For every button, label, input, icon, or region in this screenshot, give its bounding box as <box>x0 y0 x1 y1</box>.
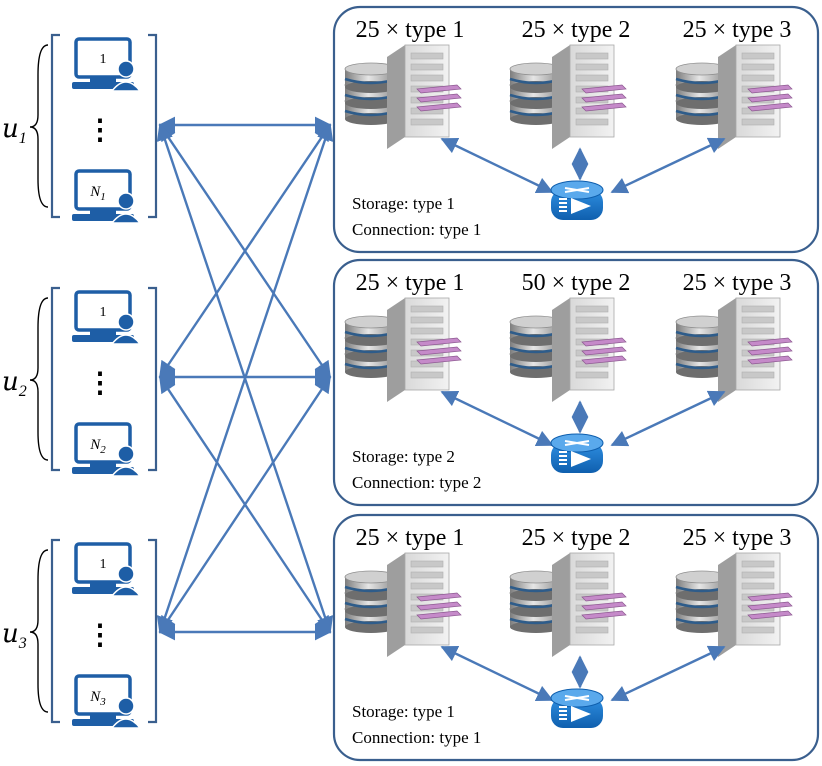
server-rack-icon <box>718 552 793 657</box>
server-count-label: 25 × type 1 <box>356 17 465 43</box>
storage-label: Storage: type 1 <box>352 702 455 721</box>
disk-stack-icon <box>509 570 563 633</box>
datacenter-frame <box>332 513 820 762</box>
disk-stack-icon <box>509 62 563 125</box>
group-brace <box>29 44 49 208</box>
server-rack-icon <box>552 44 627 149</box>
left-bracket <box>50 538 60 724</box>
datacenter-frame <box>332 258 820 507</box>
storage-label: Storage: type 2 <box>352 447 455 466</box>
group-brace <box>29 549 49 713</box>
server-rack-icon <box>387 297 462 402</box>
server-count-label: 25 × type 1 <box>356 525 465 551</box>
computer-terminal-icon: 1 <box>72 542 142 597</box>
connection-label: Connection: type 1 <box>352 728 481 747</box>
server-rack-icon <box>387 44 462 149</box>
disk-stack-icon <box>344 62 398 125</box>
right-bracket <box>148 538 158 724</box>
router-icon <box>550 180 604 220</box>
connection-arrows <box>156 116 334 641</box>
ellipsis-dots: ⋮ <box>86 115 114 146</box>
ellipsis-dots: ⋮ <box>86 368 114 399</box>
server-count-label: 50 × type 2 <box>522 270 631 296</box>
computer-terminal-icon: N2 <box>72 422 142 477</box>
user-datacenter-link <box>159 375 331 634</box>
ellipsis-dots: ⋮ <box>86 620 114 651</box>
disk-stack-icon <box>344 315 398 378</box>
user-group-2: u2 1 ⋮ N2 <box>2 286 158 477</box>
router-icon <box>550 688 604 728</box>
server-count-label: 25 × type 3 <box>683 270 792 296</box>
datacenter-frame <box>332 5 820 254</box>
server-rack-icon <box>387 552 462 657</box>
group-label: u3 <box>2 619 27 652</box>
user-group-3: u3 1 ⋮ N3 <box>2 538 158 729</box>
server-count-label: 25 × type 3 <box>683 525 792 551</box>
server-rack-icon <box>718 297 793 402</box>
disk-stack-icon <box>675 62 729 125</box>
right-bracket <box>148 286 158 472</box>
left-bracket <box>50 33 60 219</box>
terminal-number: 1 <box>100 52 107 67</box>
link-arrow <box>440 645 554 702</box>
storage-label: Storage: type 1 <box>352 194 455 213</box>
disk-stack-icon <box>675 315 729 378</box>
left-bracket <box>50 286 60 472</box>
disk-stack-icon <box>509 315 563 378</box>
datacenter-2: 25 × type 1 50 × type 2 25 × type 3 Storage… <box>332 258 820 507</box>
link-arrow <box>610 645 726 702</box>
link-arrow <box>610 390 726 447</box>
link-arrow <box>440 390 554 447</box>
computer-terminal-icon: N3 <box>72 674 142 729</box>
disk-stack-icon <box>675 570 729 633</box>
server-count-label: 25 × type 2 <box>522 525 631 551</box>
server-count-label: 25 × type 3 <box>683 17 792 43</box>
server-count-label: 25 × type 2 <box>522 17 631 43</box>
terminal-number: 1 <box>100 557 107 572</box>
router-icon <box>550 433 604 473</box>
datacenters: 25 × type 1 25 × type 2 25 × type 3 Storage… <box>332 5 820 762</box>
user-groups: u1 1 ⋮ N1 u2 1 ⋮ N2 u3 1 ⋮ N3 <box>2 33 158 729</box>
connection-label: Connection: type 1 <box>352 220 481 239</box>
link-arrow <box>610 137 726 194</box>
disk-stack-icon <box>344 570 398 633</box>
server-count-label: 25 × type 1 <box>356 270 465 296</box>
server-rack-icon <box>552 297 627 402</box>
server-rack-icon <box>718 44 793 149</box>
server-rack-icon <box>552 552 627 657</box>
datacenter-3: 25 × type 1 25 × type 2 25 × type 3 Storage… <box>332 513 820 762</box>
connection-label: Connection: type 2 <box>352 473 481 492</box>
group-brace <box>29 297 49 461</box>
link-arrow <box>440 137 554 194</box>
terminal-number: 1 <box>100 305 107 320</box>
datacenter-1: 25 × type 1 25 × type 2 25 × type 3 Storage… <box>332 5 820 254</box>
computer-terminal-icon: 1 <box>72 290 142 345</box>
computer-terminal-icon: N1 <box>72 169 142 224</box>
group-label: u1 <box>2 114 27 147</box>
group-label: u2 <box>2 367 27 400</box>
computer-terminal-icon: 1 <box>72 37 142 92</box>
right-bracket <box>148 33 158 219</box>
user-group-1: u1 1 ⋮ N1 <box>2 33 158 224</box>
